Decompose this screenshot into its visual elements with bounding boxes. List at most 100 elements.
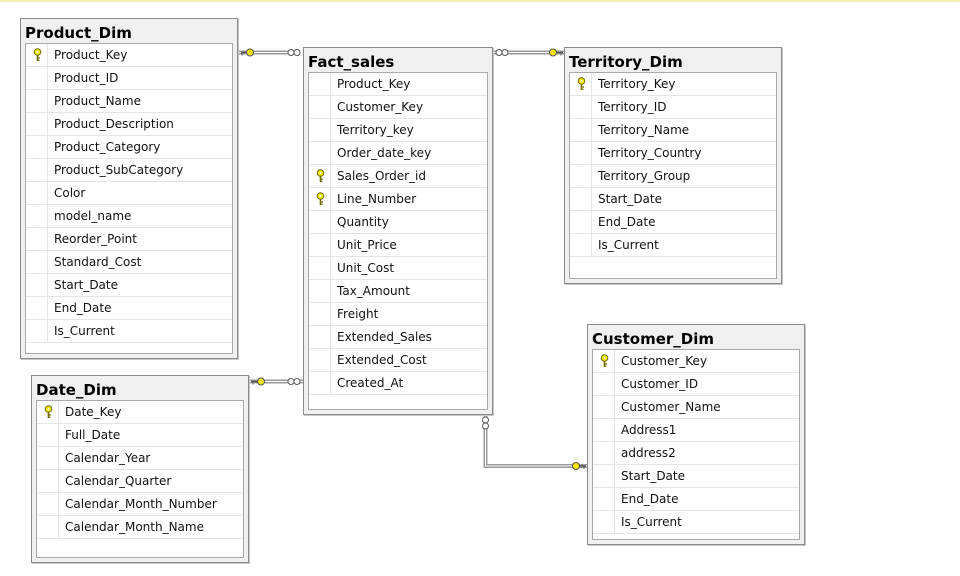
column-name: Calendar_Quarter: [65, 474, 172, 488]
row-selector-cell: [593, 488, 615, 510]
column-name: Full_Date: [65, 428, 121, 442]
row-selector-cell: [309, 349, 331, 371]
row-selector-cell: [593, 396, 615, 418]
key-cell: [593, 350, 615, 372]
column-row[interactable]: Customer_Key: [593, 350, 799, 373]
column-name: Customer_ID: [621, 377, 699, 391]
row-selector-cell: [593, 511, 615, 533]
column-row[interactable]: Territory_Country: [570, 142, 776, 165]
column-row[interactable]: Is_Current: [570, 234, 776, 257]
column-row[interactable]: address2: [593, 442, 799, 465]
column-row[interactable]: Is_Current: [593, 511, 799, 534]
column-row[interactable]: Territory_key: [309, 119, 487, 142]
row-selector-cell: [309, 211, 331, 233]
row-selector-cell: [570, 188, 592, 210]
column-name: End_Date: [598, 215, 656, 229]
column-name: Product_SubCategory: [54, 163, 184, 177]
relationship-territory-to-fact[interactable]: [493, 48, 565, 57]
row-selector-cell: [26, 159, 48, 181]
relationship-customer-to-fact[interactable]: [482, 416, 588, 470]
column-name: Calendar_Month_Number: [65, 497, 217, 511]
row-selector-cell: [570, 234, 592, 256]
column-row[interactable]: Freight: [309, 303, 487, 326]
row-selector-cell: [26, 182, 48, 204]
table-title: Territory_Dim: [569, 53, 683, 71]
column-row[interactable]: Territory_Group: [570, 165, 776, 188]
column-row[interactable]: End_Date: [593, 488, 799, 511]
column-row[interactable]: Calendar_Month_Name: [37, 516, 243, 539]
row-selector-cell: [26, 297, 48, 319]
column-row[interactable]: Product_Category: [26, 136, 232, 159]
column-row[interactable]: End_Date: [570, 211, 776, 234]
column-row[interactable]: Start_Date: [26, 274, 232, 297]
column-row[interactable]: Start_Date: [570, 188, 776, 211]
row-selector-cell: [309, 303, 331, 325]
row-selector-cell: [26, 136, 48, 158]
column-row[interactable]: Line_Number: [309, 188, 487, 211]
column-name: Reorder_Point: [54, 232, 137, 246]
column-row[interactable]: Sales_Order_id: [309, 165, 487, 188]
row-selector-cell: [593, 465, 615, 487]
column-name: Calendar_Year: [65, 451, 151, 465]
column-row[interactable]: Unit_Price: [309, 234, 487, 257]
column-row[interactable]: Customer_Name: [593, 396, 799, 419]
column-name: Date_Key: [65, 405, 122, 419]
column-row[interactable]: Order_date_key: [309, 142, 487, 165]
row-selector-cell: [309, 234, 331, 256]
column-row[interactable]: Calendar_Year: [37, 447, 243, 470]
column-name: Extended_Sales: [337, 330, 432, 344]
column-row[interactable]: Full_Date: [37, 424, 243, 447]
column-row[interactable]: Product_Key: [26, 44, 232, 67]
column-row[interactable]: Customer_Key: [309, 96, 487, 119]
column-row[interactable]: Product_SubCategory: [26, 159, 232, 182]
column-row[interactable]: model_name: [26, 205, 232, 228]
column-row[interactable]: Calendar_Month_Number: [37, 493, 243, 516]
row-selector-cell: [309, 257, 331, 279]
column-row[interactable]: Is_Current: [26, 320, 232, 343]
column-row[interactable]: Color: [26, 182, 232, 205]
column-row[interactable]: Customer_ID: [593, 373, 799, 396]
column-row[interactable]: Extended_Sales: [309, 326, 487, 349]
column-row[interactable]: Territory_Name: [570, 119, 776, 142]
column-row[interactable]: Product_ID: [26, 67, 232, 90]
table-title: Customer_Dim: [592, 330, 715, 348]
column-row[interactable]: Unit_Cost: [309, 257, 487, 280]
column-row[interactable]: Start_Date: [593, 465, 799, 488]
column-name: End_Date: [621, 492, 679, 506]
row-selector-cell: [593, 419, 615, 441]
column-name: Customer_Key: [621, 354, 708, 368]
column-name: Territory_key: [337, 123, 414, 137]
row-selector-cell: [26, 274, 48, 296]
column-row[interactable]: Product_Name: [26, 90, 232, 113]
one-end-key-icon: [549, 48, 563, 57]
row-selector-cell: [26, 251, 48, 273]
column-row[interactable]: Territory_ID: [570, 96, 776, 119]
column-row[interactable]: Calendar_Quarter: [37, 470, 243, 493]
column-row[interactable]: Extended_Cost: [309, 349, 487, 372]
many-end-infinity-icon: [495, 49, 509, 56]
relationship-product-to-fact[interactable]: [239, 48, 301, 57]
column-row[interactable]: Address1: [593, 419, 799, 442]
column-row[interactable]: Quantity: [309, 211, 487, 234]
column-row[interactable]: Reorder_Point: [26, 228, 232, 251]
column-row[interactable]: End_Date: [26, 297, 232, 320]
column-row[interactable]: Product_Description: [26, 113, 232, 136]
column-row[interactable]: Date_Key: [37, 401, 243, 424]
relationship-date-to-fact[interactable]: [249, 377, 305, 386]
column-row[interactable]: Product_Key: [309, 73, 487, 96]
column-name: Start_Date: [54, 278, 118, 292]
column-row[interactable]: Tax_Amount: [309, 280, 487, 303]
one-end-key-icon: [251, 377, 265, 386]
column-row[interactable]: Standard_Cost: [26, 251, 232, 274]
table-title: Fact_sales: [308, 53, 395, 71]
column-name: Start_Date: [621, 469, 685, 483]
column-row[interactable]: Territory_Key: [570, 73, 776, 96]
column-row[interactable]: Created_At: [309, 372, 487, 395]
row-selector-cell: [26, 228, 48, 250]
